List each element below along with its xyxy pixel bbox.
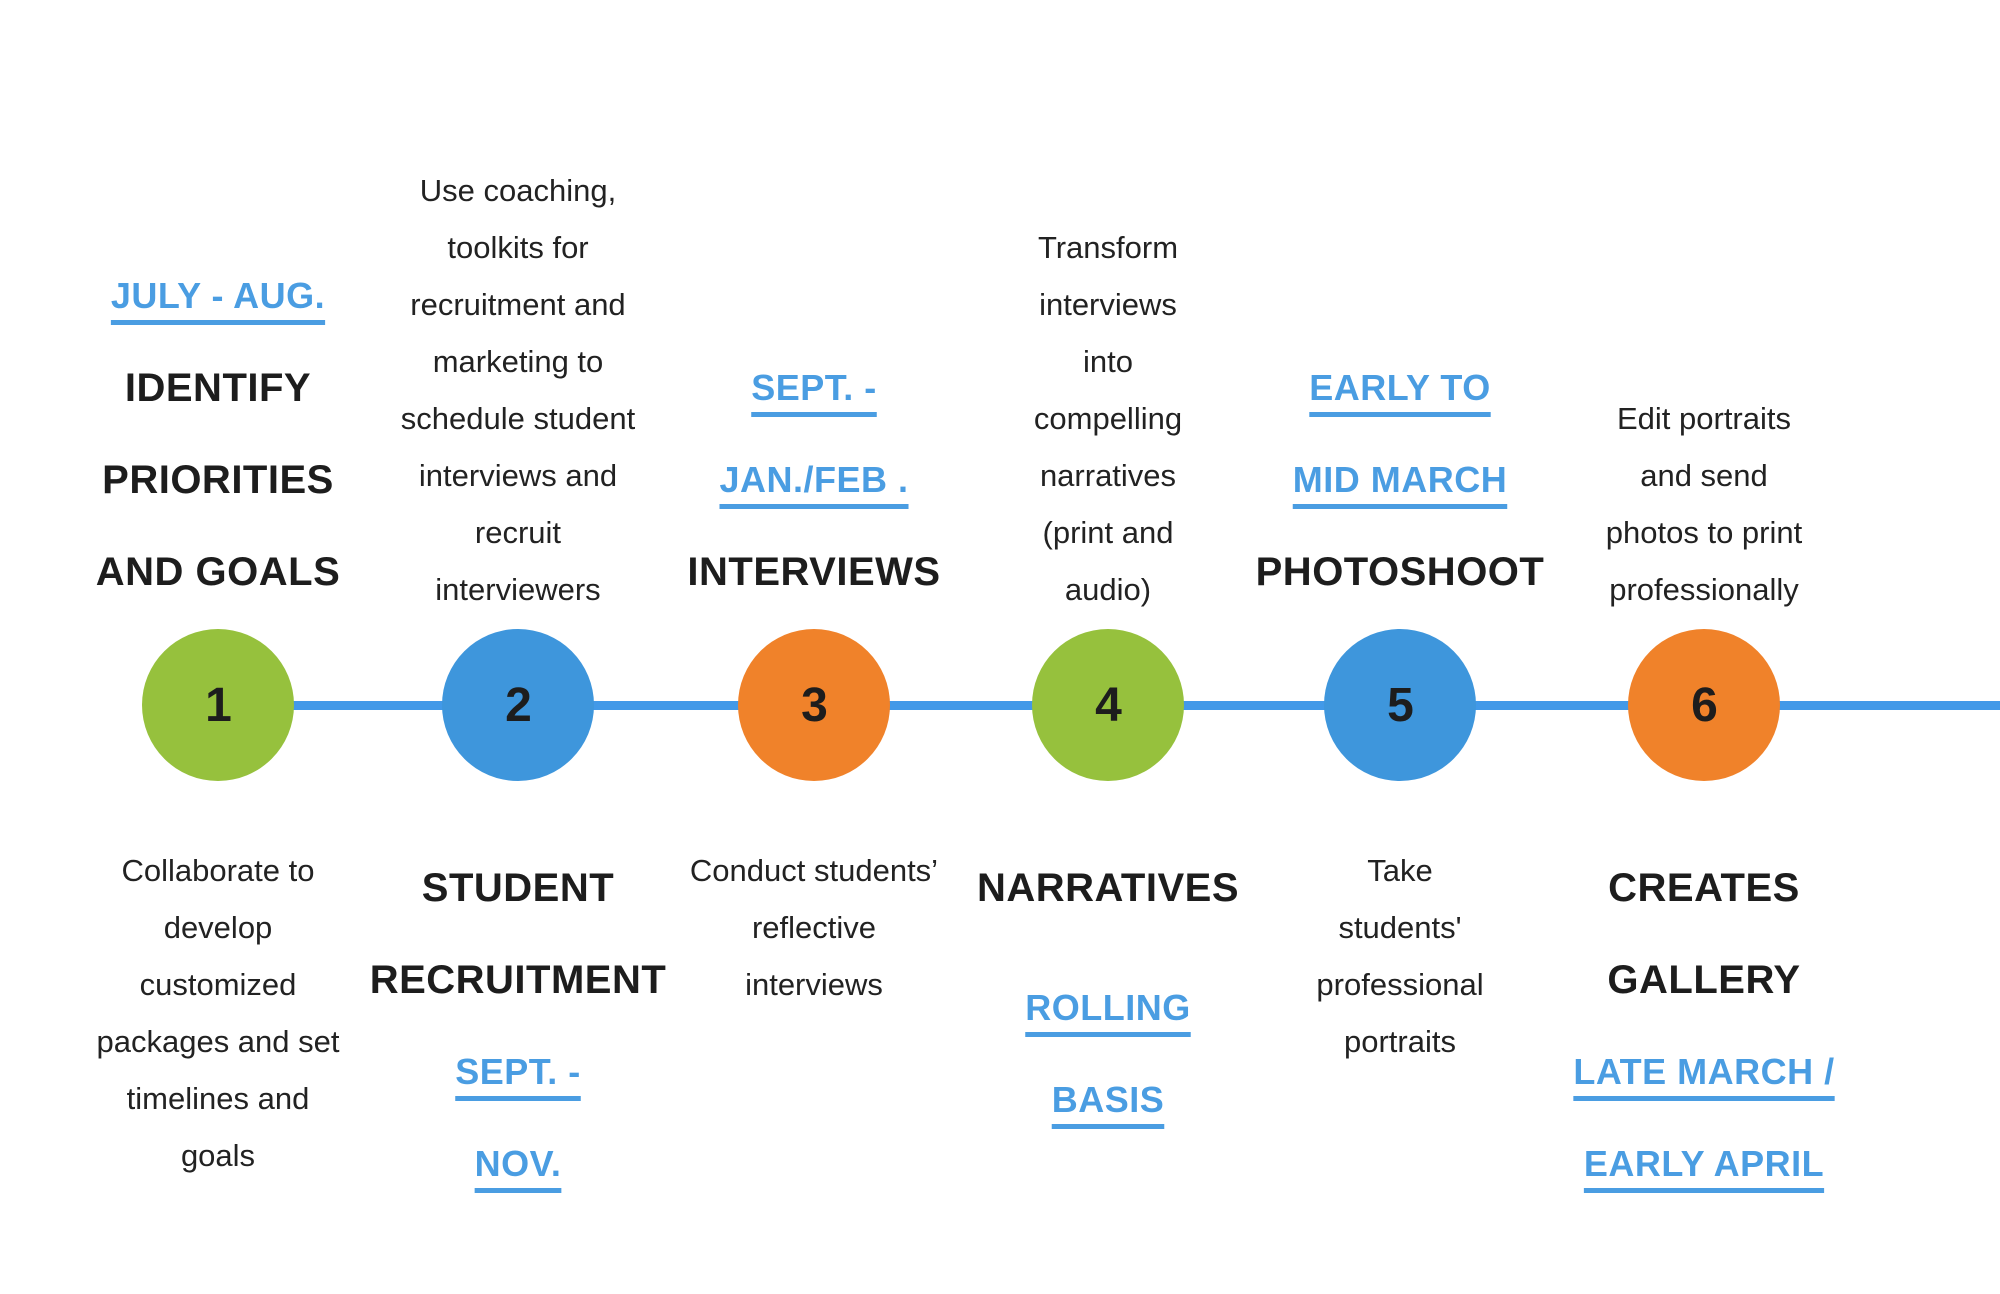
step-2-title: STUDENT RECRUITMENT [369, 866, 667, 1002]
step-5-description: Take students' professional portraits [1316, 853, 1484, 1059]
step-6-title: CREATES GALLERY [1607, 866, 1801, 1002]
step-2-description: Use coaching, toolkits for recruitment a… [400, 173, 636, 607]
step-1-title: IDENTIFY PRIORITIES AND GOALS [95, 366, 341, 594]
step-3-description: Conduct students’ reflective interviews [689, 853, 939, 1002]
step-4-description: Transform interviews into compelling nar… [1033, 230, 1183, 607]
step-2-date: SEPT. - NOV. [455, 1051, 581, 1184]
step-2-number: 2 [505, 678, 532, 732]
timeline-step-2: Use coaching, toolkits for recruitment a… [348, 0, 688, 1294]
step-4-title: NARRATIVES [976, 866, 1240, 910]
step-6-circle: 6 [1628, 629, 1780, 781]
step-2-circle: 2 [442, 629, 594, 781]
step-1-description: Collaborate to develop customized packag… [96, 853, 340, 1173]
timeline-step-4: Transform interviews into compelling nar… [938, 0, 1278, 1294]
timeline-step-1: JULY - AUG. IDENTIFY PRIORITIES AND GOAL… [48, 0, 388, 1294]
step-6-number: 6 [1691, 678, 1718, 732]
step-1-date: JULY - AUG. [110, 275, 326, 316]
step-5-circle: 5 [1324, 629, 1476, 781]
step-4-number: 4 [1095, 678, 1122, 732]
step-6-description: Edit portraits and send photos to print … [1605, 401, 1803, 607]
step-3-number: 3 [801, 678, 828, 732]
step-1-number: 1 [205, 678, 232, 732]
step-1-circle: 1 [142, 629, 294, 781]
timeline-step-6: Edit portraits and send photos to print … [1534, 0, 1874, 1294]
step-5-date: EARLY TO MID MARCH [1292, 367, 1508, 500]
timeline-step-3: SEPT. - JAN./FEB . INTERVIEWS 3 Conduct … [644, 0, 984, 1294]
step-5-number: 5 [1387, 678, 1414, 732]
step-4-date: ROLLING BASIS [1025, 987, 1191, 1120]
step-3-circle: 3 [738, 629, 890, 781]
step-5-title: PHOTOSHOOT [1255, 550, 1545, 594]
step-4-circle: 4 [1032, 629, 1184, 781]
step-6-date: LATE MARCH / EARLY APRIL [1573, 1051, 1835, 1184]
step-3-date: SEPT. - JAN./FEB . [719, 367, 909, 500]
timeline-step-5: EARLY TO MID MARCH PHOTOSHOOT 5 Take stu… [1230, 0, 1570, 1294]
step-3-title: INTERVIEWS [687, 550, 941, 594]
